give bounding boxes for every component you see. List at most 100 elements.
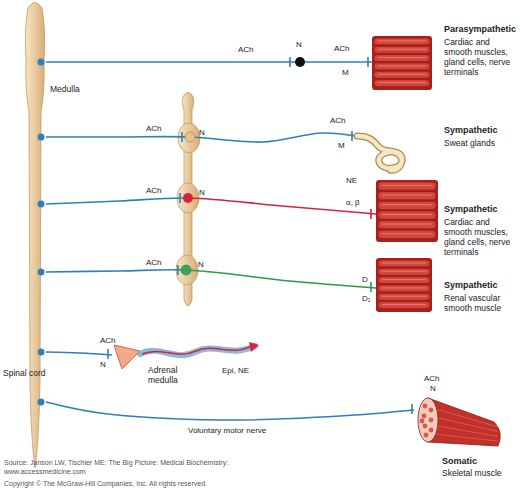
synapse-terminal: [107, 349, 109, 359]
receptor-label: ACh: [238, 45, 254, 54]
muscle-fiber: [378, 302, 430, 309]
fiber-highlight: [382, 195, 432, 196]
source-note: Copyright © The McGraw-Hill Companies, I…: [4, 480, 207, 488]
node-text: Adrenal medulla: [148, 365, 194, 385]
receptor-label: N: [198, 260, 204, 269]
synapse-terminal: [177, 265, 179, 275]
sweat-gland: SympatheticSweat glands: [356, 118, 412, 174]
receptor-label: ACh: [100, 336, 116, 345]
muscle-fiber: [374, 63, 430, 70]
receptor-label: α, β: [346, 198, 360, 207]
muscle-fiber: [378, 277, 430, 284]
synapse-terminal: [370, 282, 372, 292]
node-outline: [414, 392, 504, 454]
fiber-highlight: [382, 224, 432, 225]
nerve-origin: [38, 399, 45, 406]
node-text: Cardiac and smooth muscles, gland cells,…: [444, 37, 520, 77]
receptor-label: ACh: [330, 116, 346, 125]
node-outline: [112, 343, 142, 371]
muscle-fascicle: [420, 419, 425, 424]
node-outline: [356, 118, 412, 174]
fiber-highlight: [382, 233, 432, 234]
nerve-fiber: [46, 270, 376, 288]
fiber-highlight: [382, 287, 426, 288]
fiber-highlight: [382, 204, 432, 205]
muscle-fiber: [378, 192, 436, 200]
muscle-fiber: [378, 230, 436, 238]
receptor-label: N: [430, 384, 436, 393]
ganglion-cell: [181, 265, 191, 275]
nerve-fiber: [46, 402, 414, 420]
node-text: Cardiac and smooth muscles, gland cells,…: [444, 217, 520, 257]
muscle-fascicle: [429, 428, 434, 433]
nerve-fiber: [46, 198, 376, 214]
gland-duct: [357, 136, 402, 170]
nerve-origin: [38, 59, 45, 66]
node-outline: [372, 36, 432, 90]
receptor-label: D₁: [362, 294, 370, 303]
skeletal-muscle: SomaticSkeletal muscle: [414, 392, 504, 454]
ganglion-cell: [185, 132, 195, 142]
synapse-terminal: [181, 132, 183, 142]
fiber-highlight: [378, 65, 426, 66]
ganglion-cell: [183, 193, 193, 203]
source-note: www.accessmedicine.com: [4, 468, 86, 476]
adrenal-gland: [114, 345, 140, 369]
hormone-flow: [142, 347, 250, 354]
fiber-highlight: [378, 40, 426, 41]
fiber-highlight: [382, 262, 426, 263]
receptor-label: Epi, NE: [222, 366, 249, 375]
node-text: Skeletal muscle: [442, 468, 502, 478]
muscle-fiber: [374, 38, 430, 45]
node-heading: Sympathetic: [444, 204, 498, 214]
receptor-label: ACh: [146, 124, 162, 133]
muscle-block: [372, 36, 432, 90]
nerve-origin: [38, 201, 45, 208]
ganglion-cell: [295, 57, 305, 67]
fiber-highlight: [382, 185, 432, 186]
receptor-label: M: [342, 68, 349, 77]
fiber-highlight: [378, 82, 426, 83]
node-text: Medulla: [50, 84, 80, 94]
receptor-label: ACh: [334, 44, 350, 53]
nerve-fiber: [46, 61, 372, 63]
synapse-terminal: [289, 57, 291, 67]
receptor-label: ACh: [146, 186, 162, 195]
nerve-origin: [38, 134, 45, 141]
synapse-terminals: [108, 57, 412, 414]
spinal-cord-outline: [25, 3, 44, 469]
effector-tissue: SympatheticCardiac and smooth muscles, g…: [376, 180, 438, 242]
fiber-highlight: [378, 57, 426, 58]
receptor-label: ACh: [424, 374, 440, 383]
node-heading: Parasympathetic: [444, 24, 516, 34]
fiber-highlight: [378, 74, 426, 75]
effector-tissue: ParasympatheticCardiac and smooth muscle…: [372, 36, 432, 90]
synapse-terminal: [367, 57, 369, 67]
muscle-fascicle: [423, 404, 428, 409]
receptor-label: N: [199, 188, 205, 197]
muscle-fascicle: [422, 414, 427, 419]
node-text: Spinal cord: [3, 368, 46, 378]
receptor-label: ACh: [146, 258, 162, 267]
muscle-fiber: [378, 182, 436, 190]
fiber-highlight: [382, 214, 432, 215]
flow-arrowhead: [249, 342, 259, 352]
node-heading: Somatic: [442, 456, 477, 466]
fiber-highlight: [378, 49, 426, 50]
spinal-cord: MedullaSpinal cord: [24, 0, 46, 468]
muscle-fiber: [374, 80, 430, 87]
fiber-highlight: [382, 304, 426, 305]
receptor-label: M: [338, 141, 345, 150]
fiber-highlight: [382, 279, 426, 280]
muscle-fiber: [378, 201, 436, 209]
synapse-terminal: [411, 404, 413, 414]
receptor-label: D: [362, 275, 368, 284]
effector-tissue: SympatheticRenal vascular smooth muscle: [376, 258, 432, 312]
source-note: Source: Janson LW, Tischler ME: The Big …: [4, 459, 228, 467]
muscle-fiber: [374, 55, 430, 62]
fiber-highlight: [382, 296, 426, 297]
node-outline: [376, 180, 438, 242]
